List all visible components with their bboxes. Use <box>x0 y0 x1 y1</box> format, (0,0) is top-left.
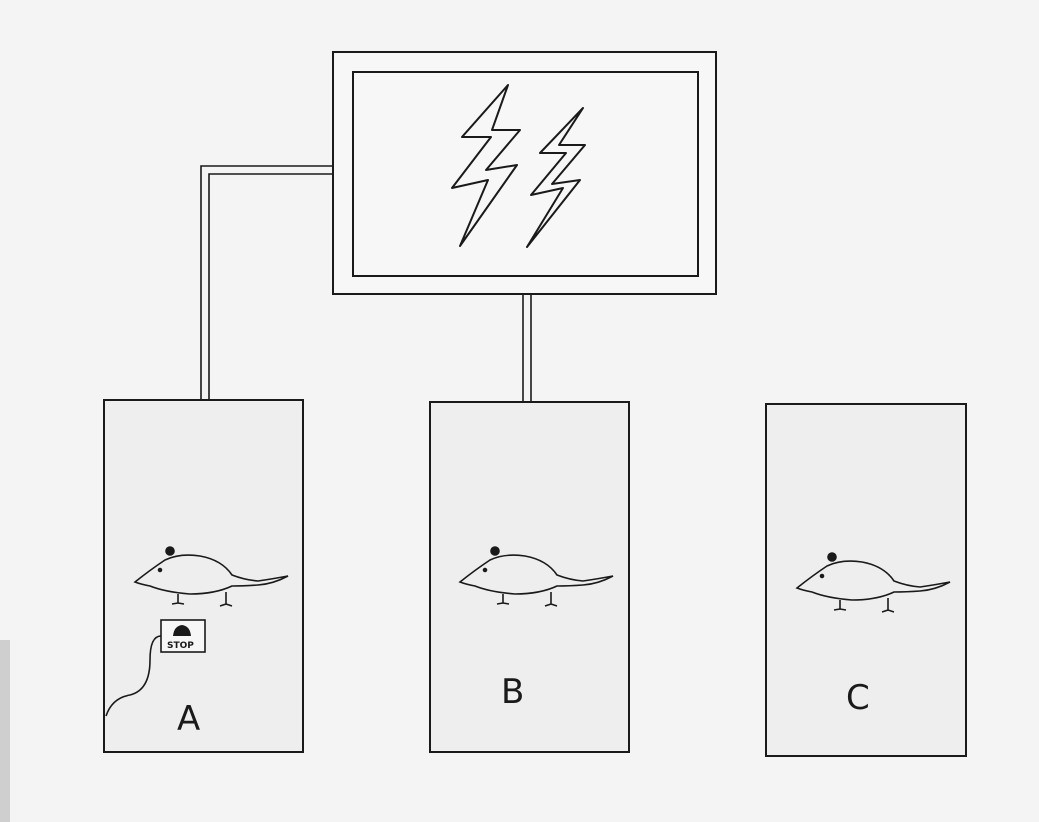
lightning-bolts-icon <box>451 84 586 248</box>
box-c: C <box>765 403 967 757</box>
box-c-label: C <box>846 678 870 718</box>
box-b-label: B <box>501 672 524 712</box>
wire-generator-to-b <box>522 294 532 402</box>
box-a: STOP A <box>103 399 304 753</box>
rat-b <box>458 546 614 607</box>
shock-generator <box>332 51 717 295</box>
page-edge-shadow <box>0 640 10 822</box>
stop-label: STOP <box>167 641 194 651</box>
box-b: B <box>429 401 630 753</box>
rat-a <box>133 546 289 607</box>
stop-button: STOP <box>160 619 206 653</box>
wire-generator-to-a <box>200 165 333 400</box>
box-a-label: A <box>177 699 200 739</box>
stop-button-cable <box>105 635 162 717</box>
rat-c <box>795 552 951 613</box>
